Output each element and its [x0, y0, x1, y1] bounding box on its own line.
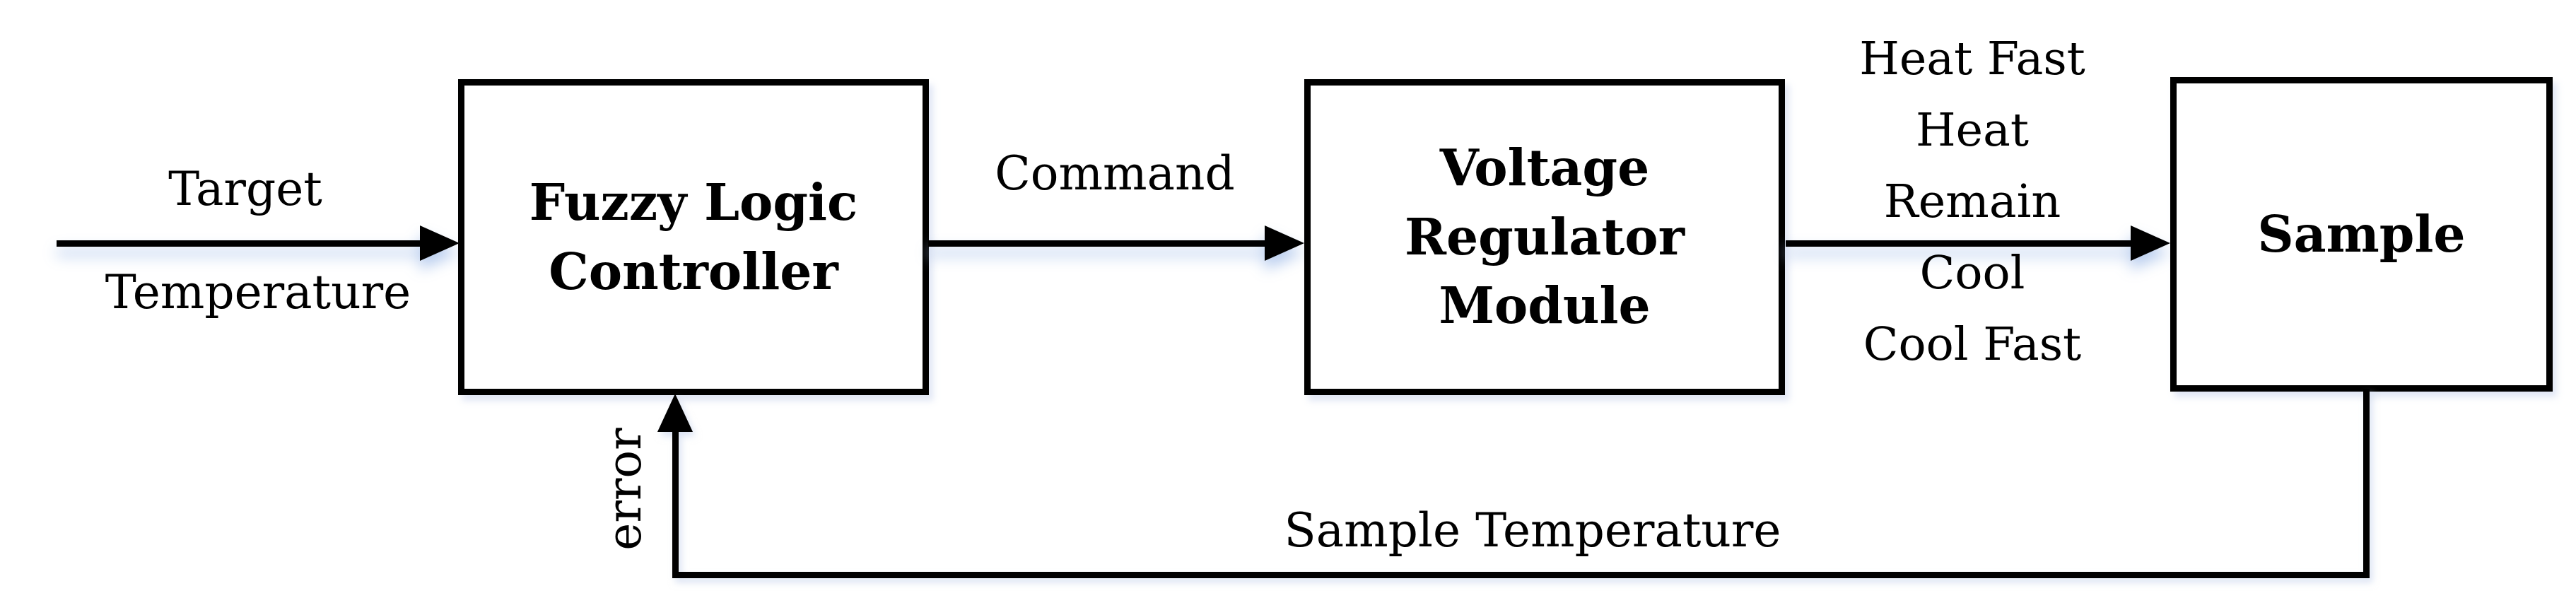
voltage-regulator-module-label-line1: Voltage	[1439, 137, 1650, 197]
sample-label: Sample	[2257, 204, 2466, 264]
command-arrow-shaft	[928, 240, 1266, 247]
regulation-action-labels: Heat Fast Heat Remain Cool Cool Fast	[1859, 23, 2085, 380]
voltage-regulator-module-box: Voltage Regulator Module	[1304, 79, 1785, 395]
fuzzy-logic-controller-label-line1: Fuzzy Logic	[529, 172, 858, 232]
input-arrow-shaft	[57, 240, 421, 247]
feedback-line-down	[2363, 389, 2370, 578]
command-label: Command	[995, 146, 1235, 201]
target-label: Target	[168, 162, 322, 216]
action-label-heat-fast: Heat Fast	[1859, 33, 2085, 86]
temperature-label: Temperature	[105, 265, 411, 319]
sample-box: Sample	[2170, 77, 2553, 392]
voltage-regulator-module-label-line3: Module	[1439, 276, 1651, 336]
regulation-arrow	[1786, 225, 2172, 261]
arrowhead-right-icon	[2131, 225, 2170, 261]
input-arrow	[57, 225, 459, 261]
feedback-line-up	[672, 431, 679, 578]
arrowhead-up-icon	[657, 394, 693, 432]
arrowhead-right-icon	[1265, 225, 1304, 261]
action-label-heat: Heat	[1915, 104, 2030, 157]
action-label-cool: Cool	[1919, 247, 2025, 300]
arrowhead-right-icon	[420, 225, 459, 261]
sample-temperature-label: Sample Temperature	[1284, 503, 1781, 558]
action-label-cool-fast: Cool Fast	[1863, 318, 2082, 371]
voltage-regulator-module-label-line2: Regulator	[1405, 206, 1685, 266]
action-label-remain: Remain	[1883, 175, 2061, 228]
feedback-line-across	[672, 572, 2370, 578]
fuzzy-logic-controller-box: Fuzzy Logic Controller	[458, 79, 929, 395]
command-arrow	[928, 225, 1306, 261]
error-label: error	[597, 428, 652, 551]
fuzzy-logic-controller-label-line2: Controller	[549, 241, 838, 301]
regulation-arrow-shaft	[1786, 240, 2132, 247]
